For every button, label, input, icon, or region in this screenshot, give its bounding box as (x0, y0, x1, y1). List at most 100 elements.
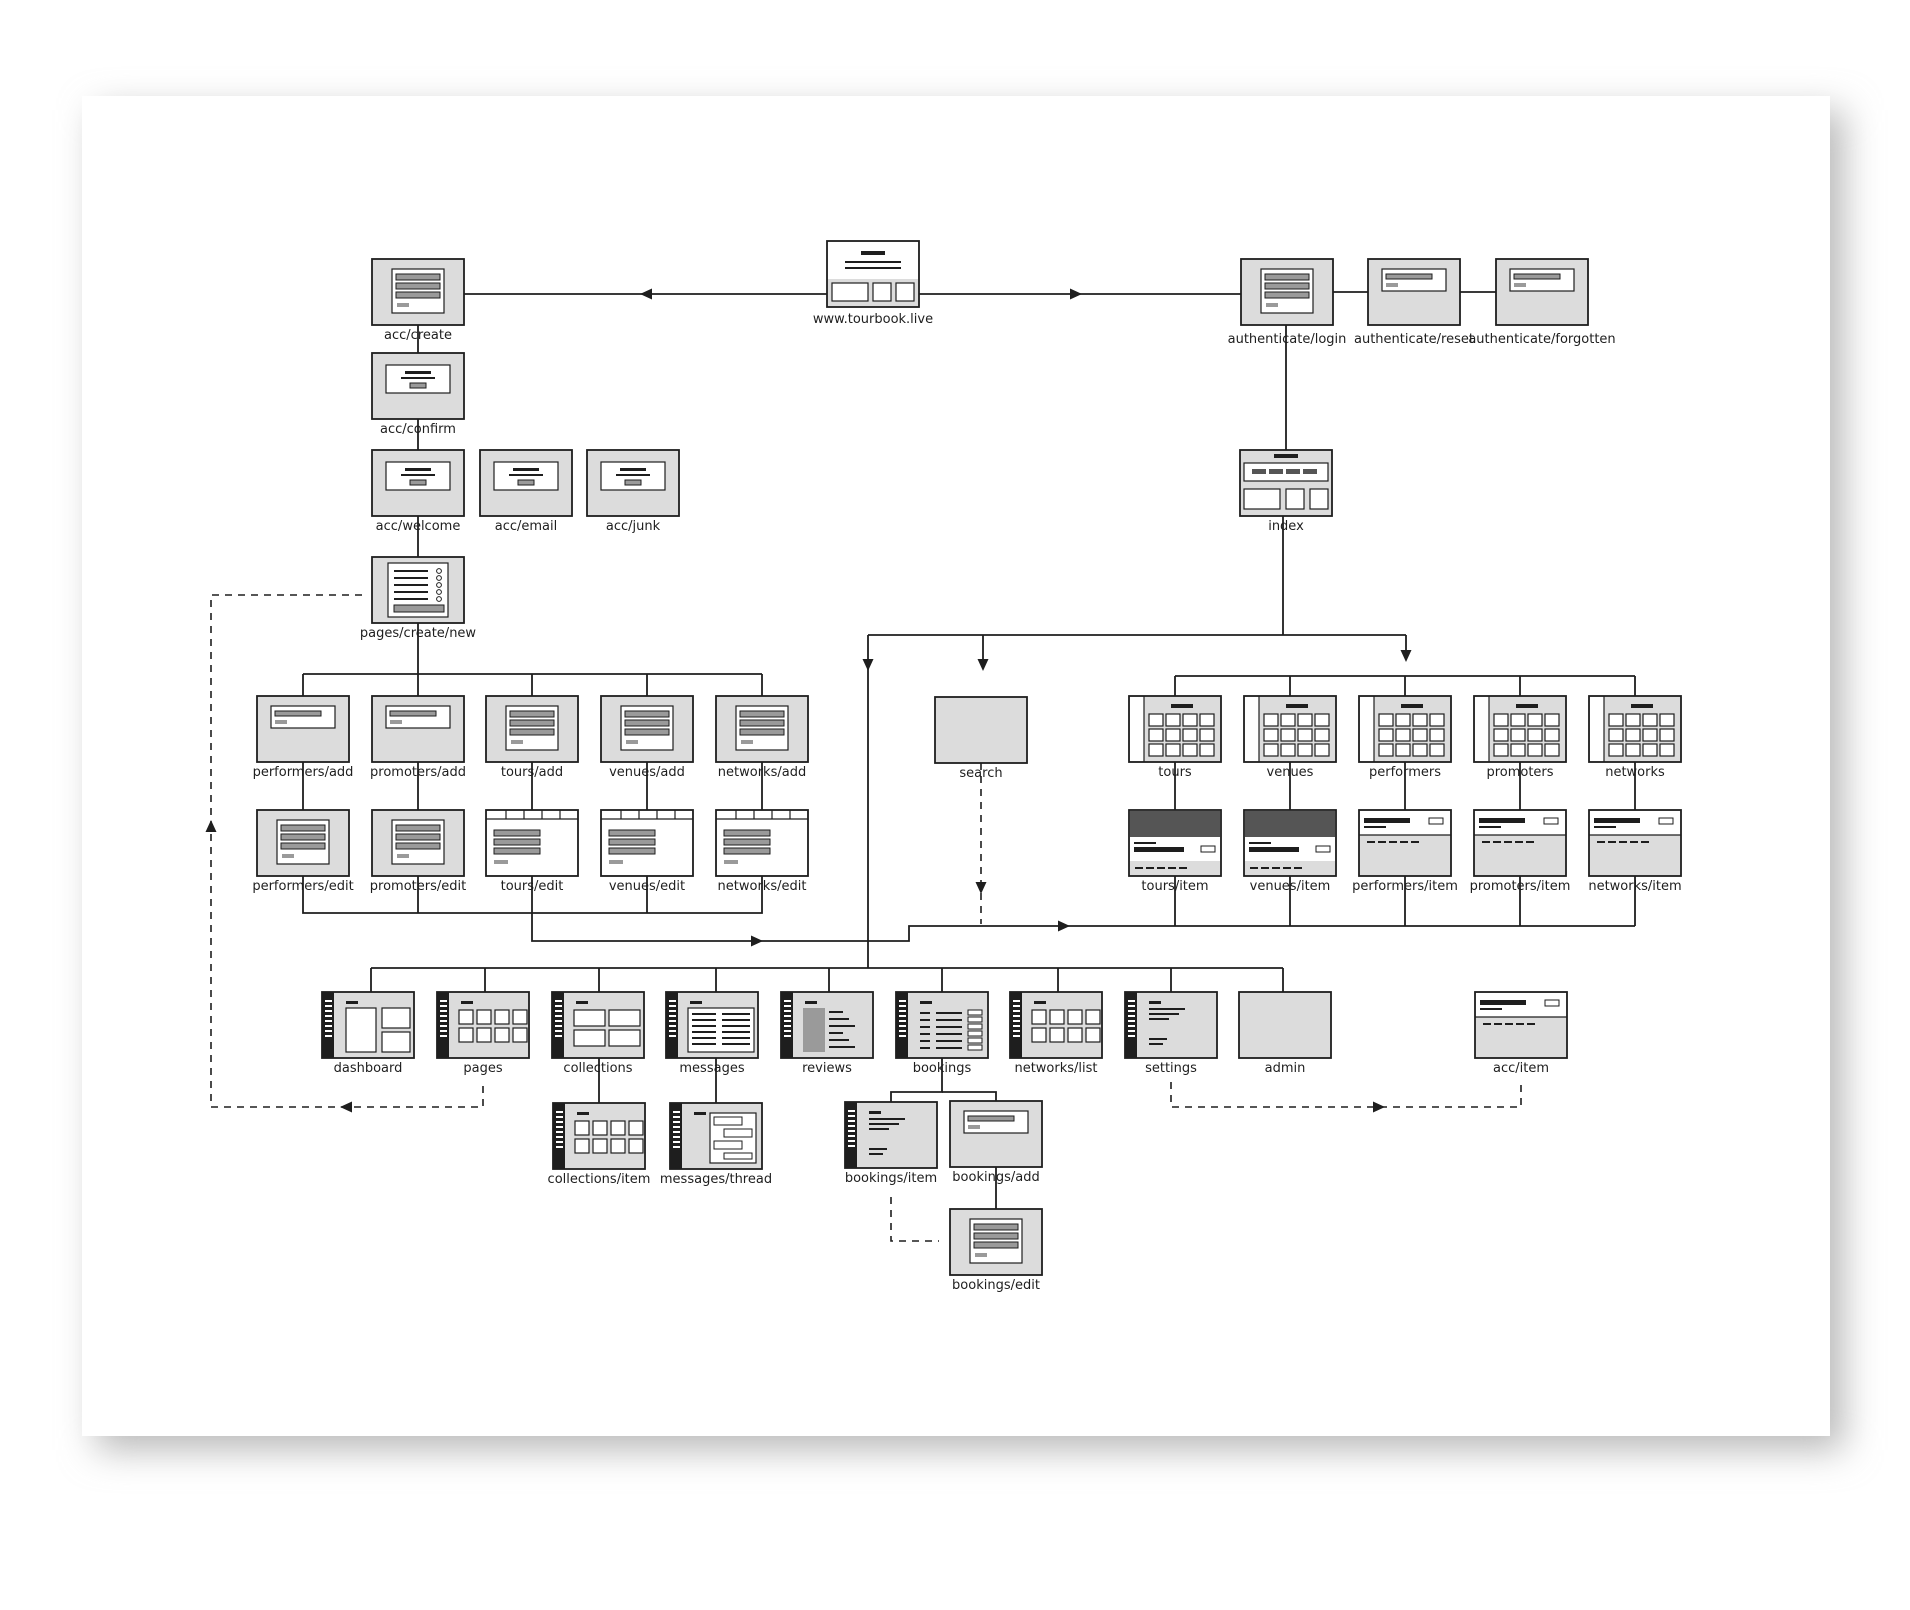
page-node-venues-item[interactable]: venues/item (1243, 809, 1337, 894)
dashboard-thumbnail (321, 991, 415, 1059)
page-node-networks[interactable]: networks (1588, 695, 1682, 780)
sidebar-grid-thumbnail (552, 1102, 646, 1170)
page-node-acc-create[interactable]: acc/create (371, 258, 465, 343)
page-node-label: venues/add (609, 765, 685, 780)
page-node-label: performers/add (253, 765, 354, 780)
sidebar-grid-thumbnail (1009, 991, 1103, 1059)
page-node-home[interactable]: www.tourbook.live (813, 240, 933, 327)
item-dark-thumbnail (1243, 809, 1337, 877)
page-node-settings[interactable]: settings (1124, 991, 1218, 1076)
page-node-performers-add[interactable]: performers/add (253, 695, 354, 780)
home-page-thumbnail (826, 240, 920, 308)
page-node-performers[interactable]: performers (1358, 695, 1452, 780)
form-thumbnail (1240, 258, 1334, 326)
page-node-bookings-item[interactable]: bookings/item (844, 1101, 938, 1186)
page-node-pages[interactable]: pages (436, 991, 530, 1076)
connector-62 (942, 1091, 997, 1101)
page-node-acc-junk[interactable]: acc/junk (586, 449, 680, 534)
page-node-networks-list[interactable]: networks/list (1009, 991, 1103, 1076)
page-node-label: authenticate/reset (1354, 332, 1474, 347)
page-node-label: performers/edit (252, 879, 353, 894)
page-node-tours-edit[interactable]: tours/edit (485, 809, 579, 894)
notice-thumbnail (371, 352, 465, 420)
page-node-label: dashboard (334, 1061, 403, 1076)
page-node-tours-add[interactable]: tours/add (485, 695, 579, 780)
page-node-acc-item[interactable]: acc/item (1474, 991, 1568, 1076)
page-node-label: networks/edit (718, 879, 807, 894)
page-node-promoters-add[interactable]: promoters/add (370, 695, 466, 780)
small-form-thumbnail (1367, 258, 1461, 326)
page-node-venues[interactable]: venues (1243, 695, 1337, 780)
page-node-label: acc/welcome (376, 519, 461, 534)
connector-lines (210, 291, 1636, 1242)
page-node-label: promoters/add (370, 765, 466, 780)
item-thumbnail (1473, 809, 1567, 877)
page-node-label: acc/create (384, 328, 452, 343)
page-node-acc-email[interactable]: acc/email (479, 449, 573, 534)
page-node-label: acc/email (495, 519, 558, 534)
sidebar-text-thumbnail (1124, 991, 1218, 1059)
page-node-networks-item[interactable]: networks/item (1588, 809, 1682, 894)
page-node-venues-add[interactable]: venues/add (600, 695, 694, 780)
page-node-auth-reset[interactable]: authenticate/reset (1354, 258, 1474, 347)
page-node-auth-forgotten[interactable]: authenticate/forgotten (1468, 258, 1616, 347)
form-thumbnail (485, 695, 579, 763)
page-node-pages-create-new[interactable]: pages/create/new (360, 556, 477, 641)
dashed-connector-65 (210, 594, 484, 1108)
tabbed-form-thumbnail (485, 809, 579, 877)
page-node-auth-login[interactable]: authenticate/login (1228, 258, 1347, 347)
page-node-venues-edit[interactable]: venues/edit (600, 809, 694, 894)
arrowhead-left-10 (340, 1101, 352, 1113)
page-node-label: authenticate/login (1228, 332, 1347, 347)
page-node-label: bookings/item (845, 1171, 937, 1186)
notice-thumbnail (479, 449, 573, 517)
page-node-reviews[interactable]: reviews (780, 991, 874, 1076)
page-node-tours-item[interactable]: tours/item (1128, 809, 1222, 894)
page-node-label: networks/list (1014, 1061, 1097, 1076)
page-node-collections[interactable]: collections (551, 991, 645, 1076)
page-node-label: tours (1158, 765, 1192, 780)
arrowhead-left-1 (640, 288, 652, 300)
page-node-label: networks (1605, 765, 1665, 780)
page-node-promoters-edit[interactable]: promoters/edit (370, 809, 466, 894)
page-node-bookings-add[interactable]: bookings/add (949, 1100, 1043, 1185)
page-node-label: www.tourbook.live (813, 312, 933, 327)
form-thumbnail (371, 809, 465, 877)
page-node-bookings[interactable]: bookings (895, 991, 989, 1076)
notice-thumbnail (371, 449, 465, 517)
page-node-label: bookings/add (952, 1170, 1039, 1185)
page-node-label: bookings/edit (952, 1278, 1040, 1293)
page-node-admin[interactable]: admin (1238, 991, 1332, 1076)
page-node-label: collections (563, 1061, 632, 1076)
page-node-label: search (959, 766, 1002, 781)
page-node-messages[interactable]: messages (665, 991, 759, 1076)
page-node-search[interactable]: search (934, 696, 1028, 781)
page-node-performers-edit[interactable]: performers/edit (252, 809, 354, 894)
page-node-label: promoters/item (1470, 879, 1571, 894)
page-node-label: collections/item (548, 1172, 651, 1187)
page-node-networks-add[interactable]: networks/add (715, 695, 809, 780)
page-node-collections-item[interactable]: collections/item (548, 1102, 651, 1187)
page-node-index[interactable]: index (1239, 449, 1333, 534)
arrowhead-up-9 (205, 820, 217, 832)
small-form-thumbnail (371, 695, 465, 763)
arrowhead-right-11 (1373, 1101, 1385, 1113)
page-node-performers-item[interactable]: performers/item (1352, 809, 1458, 894)
page-node-acc-confirm[interactable]: acc/confirm (371, 352, 465, 437)
page-node-tours[interactable]: tours (1128, 695, 1222, 780)
page-node-label: pages (463, 1061, 502, 1076)
page-node-promoters-item[interactable]: promoters/item (1470, 809, 1571, 894)
page-node-bookings-edit[interactable]: bookings/edit (949, 1208, 1043, 1293)
page-node-dashboard[interactable]: dashboard (321, 991, 415, 1076)
page-node-label: authenticate/forgotten (1468, 332, 1615, 347)
page-node-messages-thread[interactable]: messages/thread (660, 1102, 772, 1187)
arrowhead-right-4 (1058, 920, 1070, 932)
page-node-networks-edit[interactable]: networks/edit (715, 809, 809, 894)
page-node-promoters[interactable]: promoters (1473, 695, 1567, 780)
grid-thumbnail (1588, 695, 1682, 763)
sidebar-thread-thumbnail (669, 1102, 763, 1170)
item-dark-thumbnail (1128, 809, 1222, 877)
dashed-connector-64 (890, 1197, 939, 1242)
page-node-acc-welcome[interactable]: acc/welcome (371, 449, 465, 534)
grid-thumbnail (1473, 695, 1567, 763)
